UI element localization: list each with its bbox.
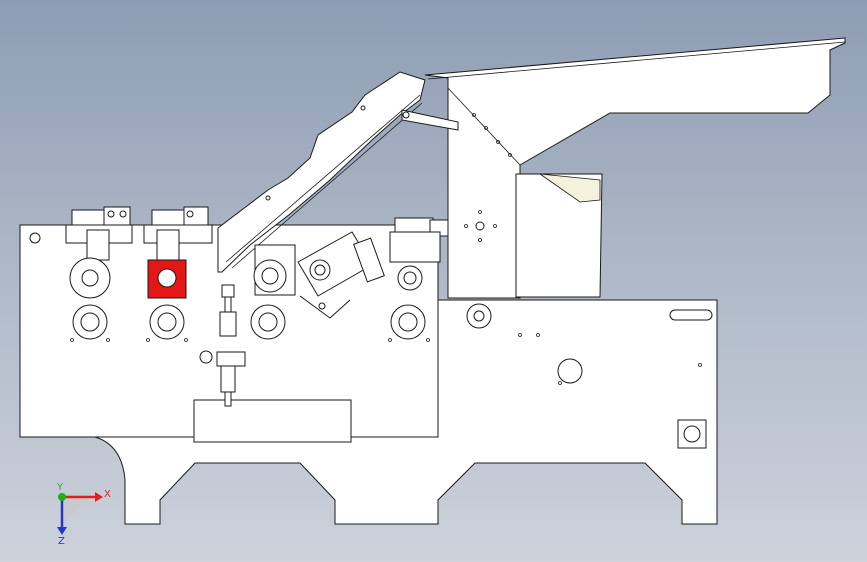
x-axis-label: X bbox=[104, 489, 111, 500]
y-axis-label: Y bbox=[56, 482, 64, 493]
angled-tensioner bbox=[297, 231, 385, 319]
side-box bbox=[515, 173, 603, 298]
mounting-holes bbox=[70, 113, 702, 385]
roller-station-2 bbox=[143, 206, 213, 340]
feed-tray bbox=[424, 37, 846, 299]
z-axis-label: Z bbox=[58, 536, 65, 547]
y-axis-dot bbox=[58, 493, 66, 501]
roller-station-3 bbox=[250, 244, 296, 340]
axis-triad: X Y Z bbox=[56, 482, 111, 547]
lower-block bbox=[193, 399, 352, 443]
vertical-cylinder bbox=[199, 284, 246, 407]
roller-station-4 bbox=[389, 217, 449, 340]
roller-station-1 bbox=[65, 206, 133, 340]
inclined-chute bbox=[217, 71, 426, 273]
